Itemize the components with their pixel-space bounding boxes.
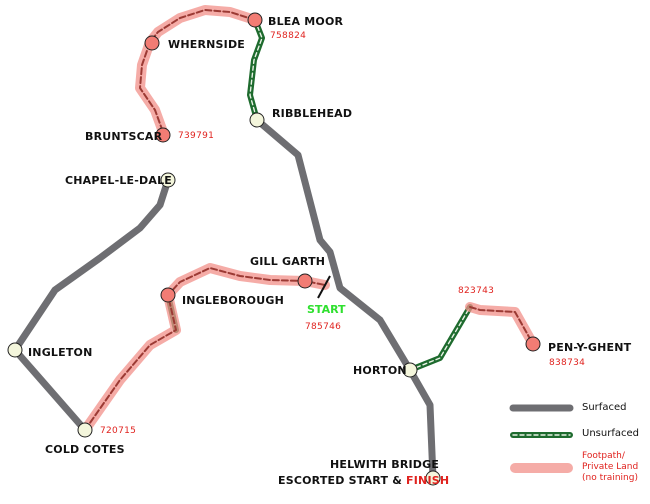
node-whernside (144, 35, 160, 51)
node-ingleborough (160, 287, 176, 303)
legend-unsurfaced-label: Unsurfaced (582, 428, 639, 439)
label-pen-y-ghent: PEN-Y-GHENT (548, 341, 632, 354)
legend-swatches (509, 404, 574, 473)
footpath-pen-y-ghent (465, 302, 538, 349)
nodes (7, 12, 541, 486)
label-ingleton: INGLETON (28, 346, 93, 359)
node-gill-garth (297, 273, 313, 289)
footpaths (80, 5, 538, 435)
node-helwith-bridge (425, 470, 441, 486)
node-chapel-le-dale (160, 172, 176, 188)
node-ingleton (7, 342, 23, 358)
node-bruntscar (155, 127, 171, 143)
track-horton-peak (407, 304, 473, 373)
node-ribblehead (249, 112, 265, 128)
ref-blea-moor: 758824 (270, 31, 307, 41)
label-gill-garth: GILL GARTH (250, 255, 326, 268)
label-chapel-le-dale: CHAPEL-LE-DALE (65, 174, 172, 187)
node-horton (402, 362, 418, 378)
label-cold-cotes: COLD COTES (45, 443, 125, 456)
label-escorted-start-finish: ESCORTED START & FINISH (278, 474, 449, 487)
ref-cold-cotes: 720715 (100, 426, 137, 436)
label-blea-moor: BLEA MOOR (268, 15, 344, 28)
legend-surfaced-label: Surfaced (582, 402, 627, 413)
footpath-ingleborough (80, 263, 330, 435)
ref-bruntscar: 739791 (178, 131, 215, 141)
legend-footpath-label: Footpath/ Private Land (no training) (582, 451, 639, 483)
unsurfaced-tracks (165, 17, 473, 373)
label-escorted-start: ESCORTED START & (278, 474, 403, 487)
label-ingleborough: INGLEBOROUGH (182, 294, 284, 307)
label-whernside: WHERNSIDE (168, 38, 245, 51)
node-cold-cotes (77, 422, 93, 438)
label-horton: HORTON (353, 364, 407, 377)
ref-823743: 823743 (458, 286, 495, 296)
ref-start: 785746 (305, 322, 342, 332)
label-ribblehead: RIBBLEHEAD (272, 107, 353, 120)
start-marker (317, 275, 331, 299)
label-start: START (307, 303, 346, 316)
node-blea-moor (247, 12, 263, 28)
label-finish: FINISH (406, 474, 450, 487)
ref-pen-y-ghent: 838734 (549, 358, 586, 368)
road-chapel-ingleton-coldcotes (11, 176, 172, 434)
label-bruntscar: BRUNTSCAR (85, 130, 163, 143)
road-ribblehead-horton-helwith (253, 116, 437, 482)
node-pen-y-ghent (525, 336, 541, 352)
label-helwith-bridge: HELWITH BRIDGE (330, 458, 440, 471)
